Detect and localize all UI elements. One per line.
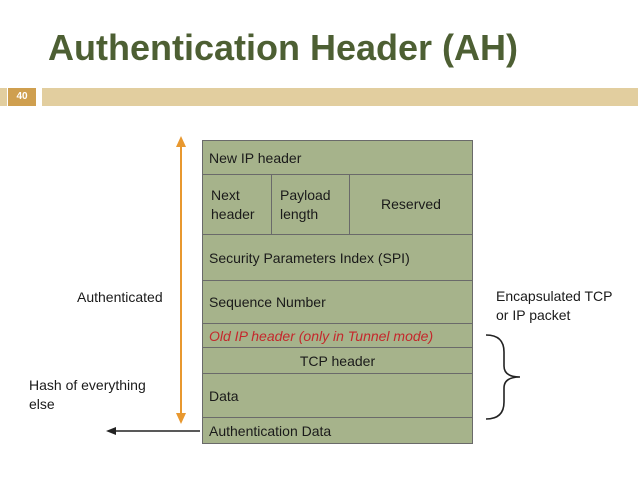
slide-title: Authentication Header (AH) [48, 27, 519, 68]
next-header-payload-reserved-row: Next header Payload length Reserved [202, 175, 473, 235]
next-header-field: Next header [203, 175, 272, 234]
left-accent-bar [0, 88, 7, 106]
hash-label: Hash of everything else [29, 377, 146, 412]
sequence-number-label: Sequence Number [209, 294, 326, 310]
encapsulated-label: Encapsulated TCP or IP packet [496, 288, 613, 323]
reserved-field: Reserved [350, 175, 472, 234]
old-ip-header-label: Old IP header (only in Tunnel mode) [209, 327, 434, 344]
authenticated-label: Authenticated [77, 289, 163, 305]
old-ip-header-field: Old IP header (only in Tunnel mode) [202, 324, 473, 348]
tcp-header-field: TCP header [202, 348, 473, 374]
authenticated-range-arrow [176, 136, 186, 424]
spi-field: Security Parameters Index (SPI) [202, 235, 473, 281]
payload-length-label: Payload length [280, 186, 331, 222]
data-field: Data [202, 374, 473, 418]
spi-label: Security Parameters Index (SPI) [209, 249, 410, 266]
header-accent-bar [42, 88, 638, 106]
next-header-label: Next header [211, 186, 255, 222]
authentication-data-label: Authentication Data [209, 422, 332, 439]
tcp-header-label: TCP header [299, 352, 376, 369]
reserved-label: Reserved [381, 196, 441, 212]
authentication-data-field: Authentication Data [202, 418, 473, 444]
new-ip-header-label: New IP header [209, 149, 302, 166]
data-label: Data [209, 387, 239, 404]
sequence-number-field: Sequence Number [202, 281, 473, 324]
slide-number: 40 [8, 88, 36, 106]
encapsulated-brace [485, 334, 521, 420]
ah-packet-diagram: New IP header Next header Payload length… [202, 140, 473, 444]
payload-length-field: Payload length [272, 175, 350, 234]
new-ip-header-field: New IP header [202, 140, 473, 175]
hash-pointer-arrow [106, 427, 200, 435]
